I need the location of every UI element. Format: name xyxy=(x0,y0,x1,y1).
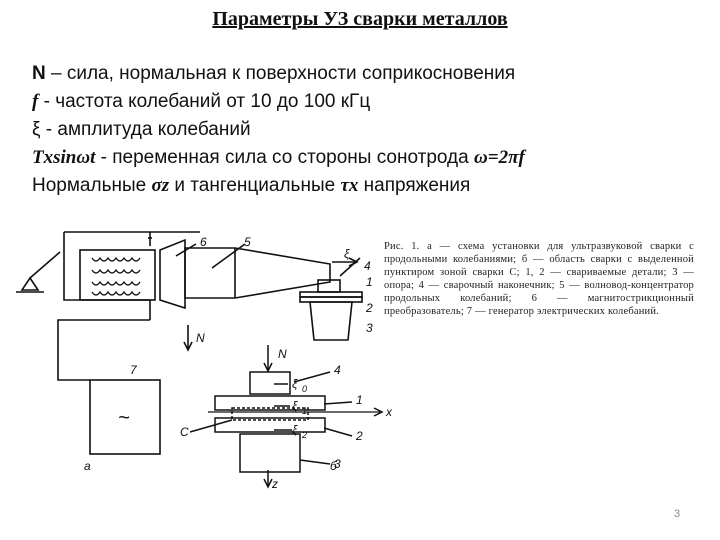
stress-pre-text: Нормальные xyxy=(32,175,152,196)
stress-post-text: напряжения xyxy=(358,175,471,196)
label-xi-top: ξ xyxy=(344,247,350,261)
label-xi2: ξ xyxy=(292,423,298,437)
symbol-n: N xyxy=(32,63,46,84)
label-4-detail: 4 xyxy=(334,363,341,377)
param-stresses: Нормальные σz и тангенциальные τx напряж… xyxy=(32,172,525,200)
label-4: 4 xyxy=(364,259,371,273)
label-xi0: ξ xyxy=(292,377,298,391)
label-c: C xyxy=(180,425,189,439)
generator xyxy=(89,379,161,455)
param-variable-force-text: - переменная сила со стороны сонотрода xyxy=(95,147,474,168)
detail-anvil xyxy=(239,433,301,473)
label-n-left: N xyxy=(196,331,205,345)
label-a: а xyxy=(84,459,91,473)
welding-diagram: 6 5 ξ 4 1 2 3 N 7 ~ а N 4 ξ 0 ξ 1 1 x C … xyxy=(16,231,393,491)
label-n-detail: N xyxy=(278,347,287,361)
label-x-axis: x xyxy=(385,405,393,419)
param-frequency: f - частота колебаний от 10 до 100 кГц xyxy=(32,88,525,116)
transducer-coil xyxy=(91,256,141,296)
waveguide-concentrator xyxy=(184,247,331,299)
label-z-axis: z xyxy=(271,477,278,491)
label-3: 3 xyxy=(366,321,373,335)
symbol-sigma: σz xyxy=(151,175,170,196)
label-1: 1 xyxy=(366,275,373,289)
param-amplitude-text: - амплитуда колебаний xyxy=(40,119,251,140)
label-3-detail: 3 xyxy=(334,457,341,471)
generator-tilde: ~ xyxy=(118,407,130,429)
label-5: 5 xyxy=(244,235,251,249)
param-frequency-text: - частота колебаний от 10 до 100 кГц xyxy=(38,91,371,112)
symbol-tau: τx xyxy=(340,175,359,196)
pivot-support xyxy=(20,276,40,291)
transducer-housing xyxy=(79,249,156,301)
label-7: 7 xyxy=(130,363,138,377)
detail-workpiece-1 xyxy=(214,395,326,411)
label-xi1-sub: 1 xyxy=(302,406,307,416)
label-6: 6 xyxy=(200,235,207,249)
stress-mid-text: и тангенциальные xyxy=(169,175,341,196)
label-1-detail: 1 xyxy=(356,393,363,407)
param-force-n: N – сила, нормальная к поверхности сопри… xyxy=(32,60,525,88)
param-force-n-text: – сила, нормальная к поверхности соприко… xyxy=(45,63,516,84)
label-xi1: ξ xyxy=(292,399,298,413)
param-amplitude: ξ - амплитуда колебаний xyxy=(32,116,525,144)
anvil-support xyxy=(309,301,353,341)
omega-formula: ω=2πf xyxy=(474,147,525,168)
label-xi2-sub: 2 xyxy=(301,430,307,440)
detail-tip xyxy=(249,371,291,395)
weld-zone-detail xyxy=(189,345,384,489)
page-number: 3 xyxy=(674,508,681,520)
symbol-t: Txsinωt xyxy=(32,147,96,168)
label-2-detail: 2 xyxy=(355,429,363,443)
label-xi0-sub: 0 xyxy=(302,384,307,394)
figure-caption: Рис. 1. а — схема установки для ультразв… xyxy=(384,241,694,317)
symbol-xi: ξ xyxy=(32,119,41,140)
parameters-list: N – сила, нормальная к поверхности сопри… xyxy=(32,60,525,200)
weld-zone-c xyxy=(231,407,309,421)
symbol-f: f xyxy=(32,91,39,112)
page-title: Параметры УЗ сварки металлов xyxy=(212,8,508,30)
param-variable-force: Txsinωt - переменная сила со стороны сон… xyxy=(32,144,525,172)
label-2: 2 xyxy=(365,301,373,315)
label-b: б xyxy=(330,459,338,473)
